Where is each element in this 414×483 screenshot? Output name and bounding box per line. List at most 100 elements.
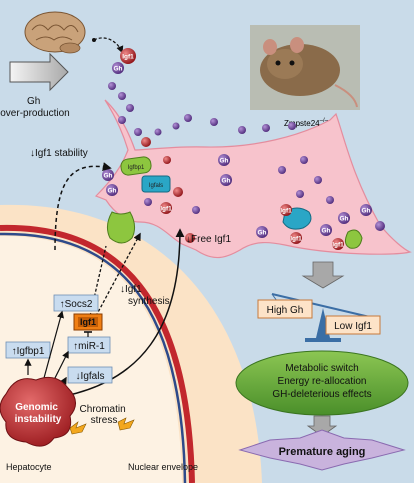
gh-molecule <box>238 126 246 134</box>
gh-molecule <box>126 104 134 112</box>
genomic-instability-blob <box>0 376 76 447</box>
gh-molecule <box>210 118 218 126</box>
gh-molecule <box>172 122 180 130</box>
outcome-ellipse <box>235 350 409 416</box>
gh-molecule <box>278 166 286 174</box>
igf1-molecule <box>290 232 302 244</box>
igf1-molecule <box>280 204 292 216</box>
igf1-molecule-label: Igf1 <box>332 241 344 248</box>
gh-molecule <box>256 226 268 238</box>
igf1-molecule <box>160 202 172 214</box>
igf1-molecule <box>173 187 183 197</box>
igf1-stability-arrow <box>54 162 112 251</box>
svg-text:Igf1: Igf1 <box>80 317 96 327</box>
gh-molecule <box>154 128 162 136</box>
secretion-origin-dot <box>92 38 96 42</box>
gh-molecule <box>314 176 322 184</box>
low-igf1-box: Low Igf1 <box>325 315 381 335</box>
igfbp1-right-blob <box>344 229 363 249</box>
premature-aging-label: Premature aging <box>279 446 366 458</box>
nuclear-envelope-label: Nuclear envelope <box>128 462 198 472</box>
nuclear-envelope-band <box>0 224 195 483</box>
gh-molecule <box>326 196 334 204</box>
down-gray-arrow <box>301 261 345 289</box>
mir1-box: ↑miR-1 <box>67 336 111 354</box>
blood-vessel <box>94 99 412 259</box>
igf1-molecule <box>185 233 195 243</box>
gh-molecule-label: Gh <box>219 157 228 164</box>
premature-aging-burst <box>238 429 406 471</box>
svg-text:↑Socs2: ↑Socs2 <box>60 299 93 310</box>
igf1-molecule-label: Igf1 <box>160 205 172 212</box>
gh-molecule <box>112 62 124 74</box>
gh-molecule <box>118 116 126 124</box>
gh-molecule-label: Gh <box>107 187 116 194</box>
gh-molecule <box>320 224 332 236</box>
gh-molecule-label: Gh <box>257 229 266 236</box>
gh-molecule-label: Gh <box>221 177 230 184</box>
igf1-molecule <box>120 48 136 64</box>
svg-text:↑miR-1: ↑miR-1 <box>73 341 105 352</box>
free-igf1-label: ↓Free Igf1 <box>186 234 231 245</box>
igf1-stability-label: ↓Igf1 stability <box>30 148 88 159</box>
igf1-synthesis-arrow <box>95 232 141 317</box>
genomic-instability-label: Genomic instability <box>15 402 62 425</box>
svg-text:Igfbp1: Igfbp1 <box>128 165 145 171</box>
mouse-label: Zmpste24–/– <box>284 118 329 128</box>
gh-molecule-label: Gh <box>339 215 348 222</box>
down-arrow-icon: ↓ <box>186 234 191 245</box>
igf1-molecule <box>141 137 151 147</box>
socs2-box: ↑Socs2 <box>53 294 99 312</box>
svg-text:Igfals: Igfals <box>149 183 163 189</box>
gh-molecule <box>184 114 192 122</box>
gh-molecule <box>118 92 126 100</box>
down-arrow-icon: ↓ <box>76 371 81 382</box>
svg-text:High Gh: High Gh <box>267 305 304 316</box>
gh-molecule-label: Gh <box>361 207 370 214</box>
dashed-gh-secretion-arrow <box>93 37 124 54</box>
gh-input-arrow <box>9 52 69 92</box>
gh-molecule <box>288 122 296 130</box>
gh-overproduction-label: Gh over-production <box>0 96 69 119</box>
gh-molecule <box>106 184 118 196</box>
chromatin-stress-label: Chromatin stress <box>80 404 129 426</box>
gh-molecule <box>134 128 142 136</box>
zmpste24-mouse-photo <box>250 25 360 110</box>
outcome-line-1: Metabolic switch <box>285 363 358 374</box>
down-gray-arrow-small <box>306 415 338 437</box>
svg-text:↑Igfbp1: ↑Igfbp1 <box>12 346 45 357</box>
gh-molecule <box>360 204 372 216</box>
igfals-box: ↓Igfals <box>67 366 113 384</box>
up-arrow-icon: ↑ <box>60 299 65 310</box>
svg-text:Low Igf1: Low Igf1 <box>334 321 372 332</box>
up-arrow-icon: ↑ <box>12 346 17 357</box>
igf1-gene-box: Igf1 <box>73 313 103 331</box>
high-gh-box: High Gh <box>257 299 313 319</box>
igf1-molecule-label: Igf1 <box>280 207 292 214</box>
igf1-molecule <box>163 156 171 164</box>
down-arrow-icon: ↓ <box>120 284 125 295</box>
lightning-icon <box>117 417 135 431</box>
down-arrow-icon: ↓ <box>30 148 35 159</box>
svg-text:↓Igfals: ↓Igfals <box>76 371 105 382</box>
igfbp1-receptor <box>106 211 136 244</box>
igf1-molecule-label: Igf1 <box>290 235 302 242</box>
instability-to-socs2-arrow <box>43 310 64 379</box>
gh-molecule <box>375 221 385 231</box>
igf1-molecule-label: Igf1 <box>122 53 134 60</box>
gh-molecule <box>102 169 114 181</box>
igfbp1-complex: Igfbp1 <box>120 156 152 176</box>
gh-molecule-label: Gh <box>103 172 112 179</box>
gh-molecule <box>338 212 350 224</box>
outcome-line-3: GH-deleterious effects <box>272 389 371 400</box>
gh-molecule <box>218 154 230 166</box>
nuclear-envelope-inner <box>0 232 187 483</box>
igfals-complex: Igfals <box>141 175 171 193</box>
outcome-line-2: Energy re-allocation <box>278 376 367 387</box>
gh-molecule <box>220 174 232 186</box>
gh-molecule <box>192 206 200 214</box>
brain-icon <box>24 11 86 54</box>
igfbp1-box: ↑Igfbp1 <box>5 341 51 359</box>
